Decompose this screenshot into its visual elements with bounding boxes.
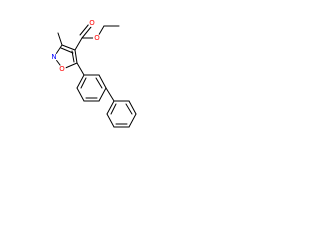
atom-label-ring-oxygen: O (58, 65, 66, 73)
bond (76, 62, 85, 76)
atom-label-ester-ether-oxygen: O (93, 34, 101, 42)
molecule-canvas: O O N O (0, 0, 152, 152)
bond (76, 74, 85, 89)
bond (80, 77, 87, 89)
structure-drawing: O O N O (50, 19, 137, 128)
bond (128, 113, 137, 128)
bond (76, 87, 85, 102)
bond (95, 77, 103, 89)
bond (110, 103, 117, 115)
bond (74, 37, 83, 51)
bond (105, 87, 115, 102)
bond (106, 113, 115, 128)
svg-text:O: O (94, 34, 100, 42)
bond (128, 100, 137, 115)
bond (79, 23, 90, 36)
bond (71, 50, 75, 63)
bond (98, 74, 107, 89)
bond (74, 49, 78, 64)
atom-label-ester-carbonyl-oxygen: O (88, 19, 96, 27)
bond (61, 44, 76, 51)
atom-label-ring-nitrogen: N (50, 53, 58, 61)
bond (106, 100, 115, 115)
bond (57, 32, 63, 46)
svg-text:O: O (59, 65, 65, 73)
svg-text:O: O (89, 19, 95, 27)
bond (81, 26, 92, 39)
bond (98, 87, 107, 102)
bond (125, 103, 133, 115)
svg-text:N: N (51, 53, 56, 61)
bond (60, 47, 74, 54)
